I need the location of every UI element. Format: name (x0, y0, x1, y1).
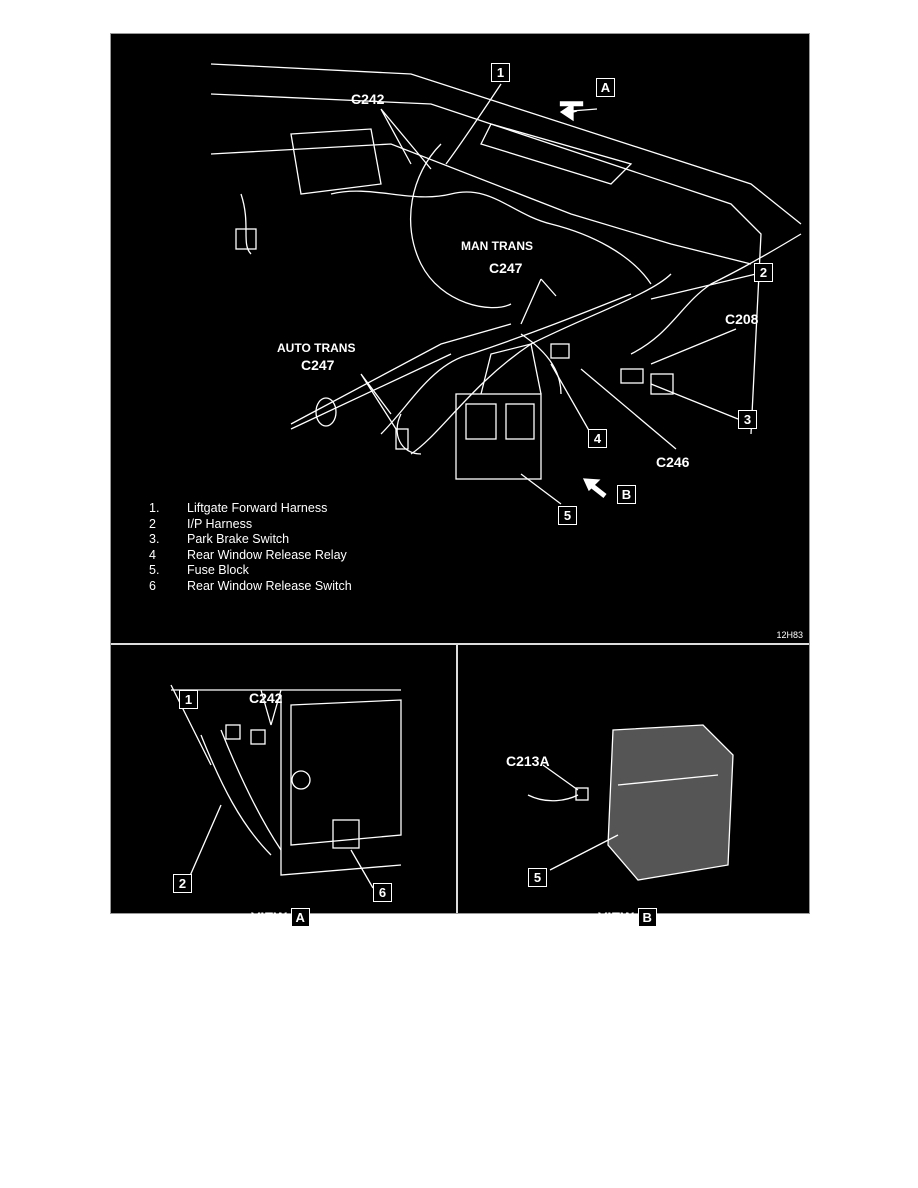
item-box-1: 1 (491, 63, 510, 82)
dashboard-illustration (210, 63, 802, 505)
callout-c247-auto: C247 (301, 357, 335, 373)
view-b-arrow-box: B (617, 485, 636, 504)
callout-c247-man: C247 (489, 260, 523, 276)
callout-c246: C246 (656, 454, 690, 470)
callout-c242: C242 (351, 91, 385, 107)
legend-item: 5.Fuse Block (149, 563, 249, 577)
view-a-box-2: 2 (173, 874, 192, 893)
main-view: 1 A C242 MAN TRANS C247 2 C208 AUTO TRAN… (111, 34, 809, 645)
view-a-box-6: 6 (373, 883, 392, 902)
callout-c208: C208 (725, 311, 759, 327)
item-box-2: 2 (754, 263, 773, 282)
view-b-box-5: 5 (528, 868, 547, 887)
legend-item: 1.Liftgate Forward Harness (149, 501, 328, 515)
item-box-3: 3 (738, 410, 757, 429)
item-box-5: 5 (558, 506, 577, 525)
diagram-frame: 1 A C242 MAN TRANS C247 2 C208 AUTO TRAN… (110, 33, 810, 927)
view-b-title: VIEW B (598, 908, 657, 927)
view-b-callout-c213a: C213A (506, 753, 550, 769)
item-box-4: 4 (588, 429, 607, 448)
view-b-panel: C213A 5 VIEW B (458, 645, 809, 927)
view-a-illustration (170, 684, 402, 889)
view-a-callout-c242: C242 (249, 690, 283, 706)
view-b-illustration (527, 724, 734, 881)
view-a-arrow-box: A (596, 78, 615, 97)
view-a-box-1: 1 (179, 690, 198, 709)
callout-auto-trans: AUTO TRANS (277, 341, 356, 355)
legend-item: 3.Park Brake Switch (149, 532, 290, 546)
figure-code: 12H83 (776, 630, 803, 640)
view-a-panel: 1 C242 2 6 VIEW A (111, 645, 458, 927)
view-a-title: VIEW A (251, 908, 310, 927)
callout-man-trans: MAN TRANS (461, 239, 533, 253)
